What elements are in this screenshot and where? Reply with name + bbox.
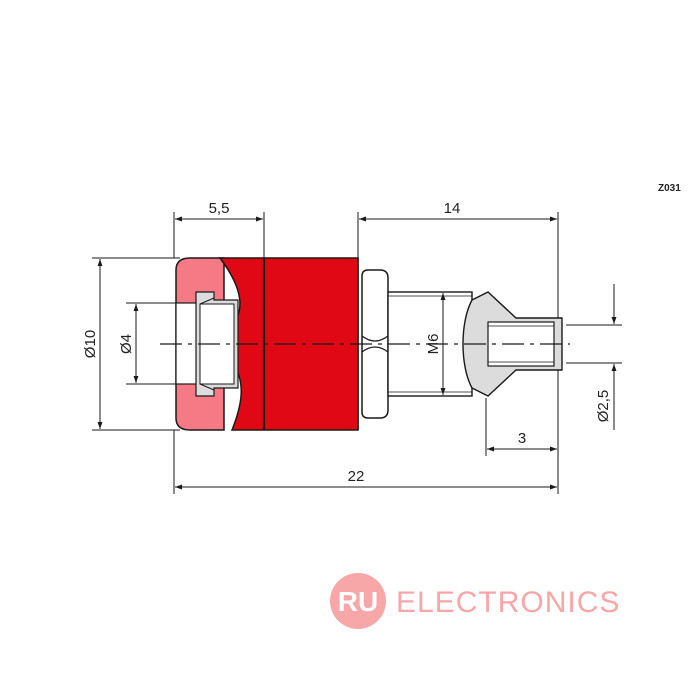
- hex-nut: [361, 269, 389, 419]
- dim-pin-diameter: Ø2,5: [595, 390, 612, 423]
- dim-total-length: 22: [348, 468, 365, 485]
- logo-mark: RU: [338, 586, 378, 617]
- part-code: Z031: [658, 183, 681, 194]
- dim-bore-diameter: Ø4: [118, 334, 135, 354]
- dim-cap-length: 5,5: [209, 200, 230, 217]
- logo-mark-icon: [330, 573, 386, 629]
- dim-outer-diameter: Ø10: [82, 330, 99, 358]
- dim-thread: M6: [425, 334, 442, 355]
- dim-screw-length: 3: [518, 430, 526, 447]
- binding-post: [160, 257, 570, 431]
- dimension-lines: [97, 216, 617, 490]
- logo-name: ELECTRONICS: [396, 586, 620, 619]
- logo: RU ELECTRONICS: [330, 573, 620, 629]
- dim-thread-length: 14: [444, 200, 461, 217]
